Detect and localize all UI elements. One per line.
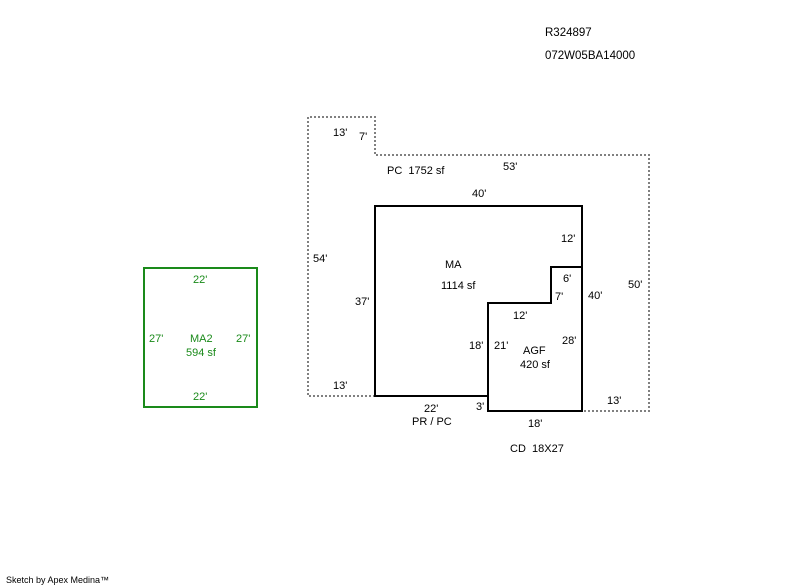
ma-dim-right-upper: 12' [561,233,575,245]
ma2-dim-top: 22' [193,274,207,286]
pc-dim-bottom-left: 13' [333,380,347,392]
ma2-name: MA2 [190,333,213,345]
pc-outline [307,116,650,412]
ma2-area: 594 sf [186,347,217,359]
pc-dim-right: 50' [628,279,642,291]
pc-label: PC 1752 sf [387,165,445,177]
pc-dim-top: 53' [503,161,517,173]
ma-area: 1114 sf [441,280,476,292]
pr-pc-label: PR / PC [412,416,452,428]
agf-dim-right: 28' [562,335,576,347]
agf-dim-left: 21' [494,340,508,352]
ma2-dim-left: 27' [149,333,163,345]
ma-dim-notch-side: 7' [555,291,563,303]
ma-dim-left: 37' [355,296,369,308]
agf-name: AGF [523,345,546,357]
pc-dim-bottom-right: 13' [607,395,621,407]
agf-area: 420 sf [520,359,551,371]
map-tax-lot: 072W05BA14000 [545,50,635,62]
ma2-dim-right: 27' [236,333,250,345]
ma-outline [374,205,583,412]
ma-dim-bottom: 22' [424,403,438,415]
ma2-dim-bottom: 22' [193,391,207,403]
ma-dim-top: 40' [472,188,486,200]
ma-dim-inner-left: 18' [469,340,483,352]
ma-name: MA [445,259,462,271]
ma2-outline [143,267,258,408]
agf-outline [487,266,582,396]
agf-dim-bottom: 18' [528,418,542,430]
pc-dim-step: 7' [359,131,367,143]
pc-dim-top-left: 13' [333,127,347,139]
cd-label: CD 18X27 [510,443,564,455]
sketch-credit: Sketch by Apex Medina™ [6,575,109,585]
pc-dim-left: 54' [313,253,327,265]
ma-dim-right: 40' [588,290,602,302]
ma-dim-step: 3' [476,401,484,413]
account-number: R324897 [545,27,592,39]
ma-dim-notch-top: 6' [563,273,571,285]
ma-dim-notch-bottom: 12' [513,310,527,322]
